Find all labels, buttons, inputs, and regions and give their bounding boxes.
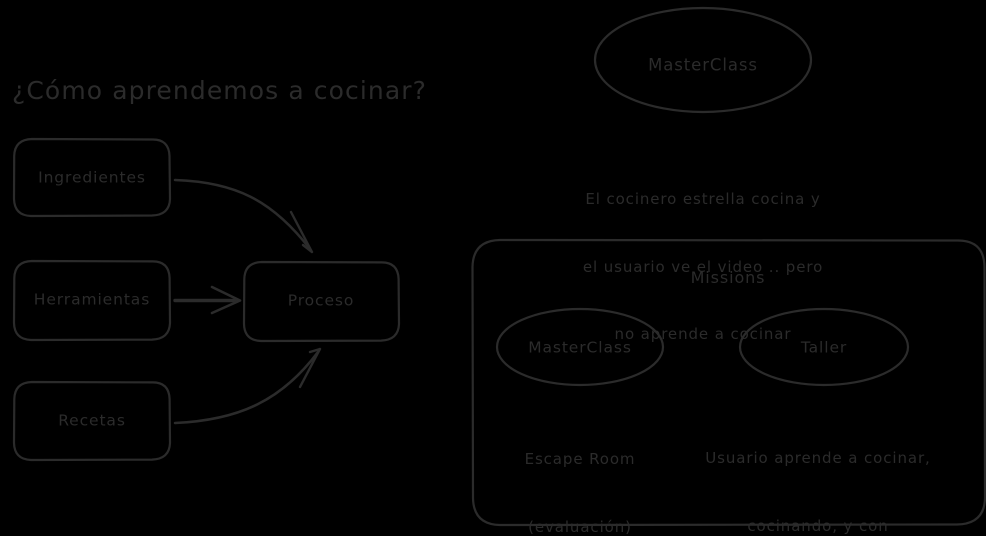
node-label-ingredientes[interactable]: Ingredientes — [38, 168, 146, 187]
proceso-box-shape — [242, 260, 401, 343]
page-title: ¿Cómo aprendemos a cocinar? — [12, 76, 428, 105]
masterclass-top-ellipse-shape — [593, 6, 813, 114]
caption-line: Usuario aprende a cocinar, — [705, 449, 931, 467]
recetas-box-shape — [12, 380, 172, 462]
masterclass-mission-label[interactable]: MasterClass — [528, 338, 632, 357]
arrow-ingredientes-to-proceso — [173, 178, 312, 251]
herramientas-box-shape — [12, 259, 172, 342]
taller-mission-label[interactable]: Taller — [800, 338, 848, 357]
arrow-recetas-to-proceso — [173, 350, 320, 425]
caption-line: El cocinero estrella cocina y — [585, 190, 821, 208]
missions-container-shape — [471, 238, 986, 527]
node-label-proceso[interactable]: Proceso — [287, 291, 355, 310]
caption-line: Escape Room — [524, 450, 636, 468]
caption-line: no aprende a cocinar — [614, 325, 792, 343]
caption-line: el usuario ve el video .. pero — [582, 257, 824, 276]
arrow-recetas-to-proceso-head — [298, 347, 322, 389]
masterclass-mission-ellipse-shape — [495, 307, 665, 387]
node-label-herramientas[interactable]: Herramientas — [33, 290, 151, 309]
missions-title: Missions — [690, 267, 766, 287]
arrow-ingredientes-to-proceso-head — [289, 210, 314, 254]
node-label-recetas[interactable]: Recetas — [58, 411, 126, 430]
ingredientes-box-shape — [12, 137, 172, 218]
taller-mission-caption: Usuario aprende a cocinar, cocinando, y … — [673, 402, 963, 536]
masterclass-mission-caption: Escape Room (evaluación) — [470, 403, 690, 536]
arrow-herramientas-to-proceso-head — [210, 285, 242, 315]
masterclass-top-caption: El cocinero estrella cocina y el usuario… — [533, 143, 873, 391]
masterclass-top-ellipse-label[interactable]: MasterClass — [648, 55, 758, 75]
caption-line: (evaluación) — [528, 517, 632, 536]
caption-line: cocinando, y con — [747, 516, 889, 535]
taller-mission-ellipse-shape — [738, 307, 910, 387]
